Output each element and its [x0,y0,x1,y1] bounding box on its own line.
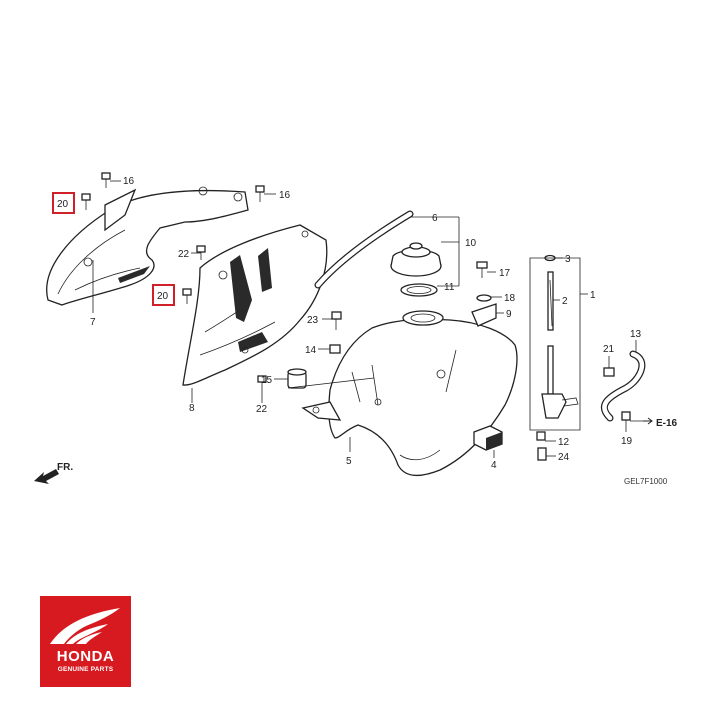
fuel-line-part-13 [601,350,646,422]
callout-7: 7 [90,317,96,328]
reference-e16: E-16 [656,418,678,429]
bolt-icon-group [81,172,488,392]
callout-6: 6 [432,213,438,224]
callout-19: 19 [621,436,633,447]
highlight-box-20a [52,192,75,214]
callout-20b: 20 [157,291,169,302]
highlight-box-20b [152,284,175,306]
rubber-pad-part-4 [473,425,503,451]
honda-genuine-parts-logo: HONDA GENUINE PARTS [40,596,131,687]
fuel-cap-part-10 [390,242,442,277]
callout-18: 18 [504,293,516,304]
cap-gasket-part-11 [400,283,438,297]
fuel-valve-part-1 [536,254,579,461]
callout-24: 24 [558,452,570,463]
callout-14: 14 [305,345,317,356]
breather-hose-part-6 [314,210,414,289]
leader-lines [92,180,652,458]
callout-11: 11 [444,282,455,293]
callout-10: 10 [465,238,477,249]
diagram-code: GEL7F1000 [624,477,668,486]
callout-13: 13 [630,329,642,340]
callout-23: 23 [307,315,319,326]
callout-22b: 22 [256,404,268,415]
front-direction-arrow: FR. [34,462,73,484]
callout-9: 9 [506,309,512,320]
callout-2: 2 [562,296,568,307]
callout-21: 21 [603,344,615,355]
callout-1: 1 [590,290,596,301]
callout-22a: 22 [178,249,190,260]
callout-17: 17 [499,268,511,279]
callout-15: 15 [261,375,273,386]
callout-16a: 16 [123,176,135,187]
logo-brand: HONDA [56,648,115,665]
fuel-tank-part-5 [301,310,518,477]
rubber-mount-part-15 [287,368,307,389]
callout-12: 12 [558,437,570,448]
mount-part-9 [471,303,497,327]
logo-tagline: GENUINE PARTS [57,666,114,673]
callout-16b: 16 [279,190,291,201]
callout-20a: 20 [57,199,69,210]
honda-wing-icon [50,608,120,644]
callout-3: 3 [565,254,571,265]
shroud-part-8 [182,224,328,386]
shroud-part-7 [46,186,249,306]
callout-labels: 16 16 22 7 8 22 23 14 15 5 4 6 10 11 17 … [52,176,678,471]
callout-5: 5 [346,456,352,467]
callout-8: 8 [189,403,195,414]
callout-4: 4 [491,460,497,471]
collar-part-18 [476,294,492,302]
front-direction-label: FR. [57,462,73,473]
